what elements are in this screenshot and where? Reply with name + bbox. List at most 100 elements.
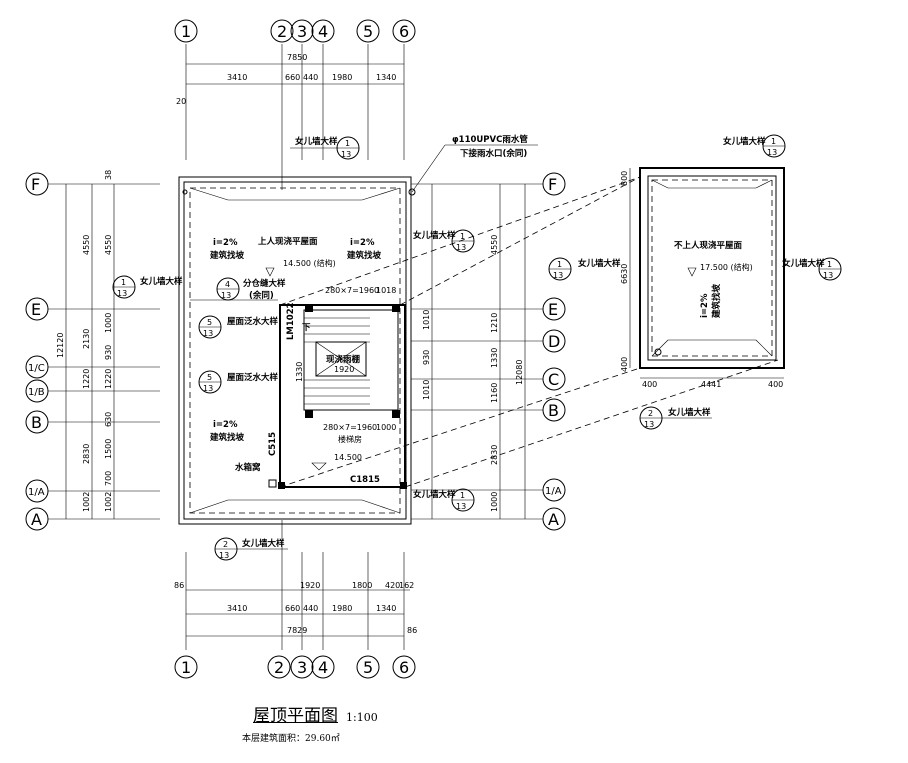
stairwell-label: 楼梯房 (338, 434, 362, 444)
right-dim-5: 2830 (490, 445, 499, 465)
upper-dim-h: 6630 (620, 264, 629, 284)
axis-left-B: B (31, 413, 42, 432)
slope-label-2: i=2% (350, 238, 375, 248)
left-total-dim: 12120 (56, 333, 65, 358)
projection-lines (279, 176, 779, 488)
axis-left-1A: 1/A (28, 487, 45, 498)
left-inner-8: 700 (104, 471, 113, 486)
parapet-ref-left-label: 女儿墙大样 (140, 276, 183, 287)
upper-ref-right-num: 1 (827, 260, 832, 269)
top-dim-5: 1340 (376, 73, 396, 82)
bottom-row1-2: 1920 (300, 581, 320, 590)
axis-right-1A: 1/A (545, 486, 562, 497)
top-total-dim: 7850 (287, 53, 307, 62)
axis-bottom-4: 4 (318, 658, 328, 677)
axis-right-A: A (548, 510, 559, 529)
window-lm1022: LM1022 (286, 302, 296, 340)
ref-left-num: 1 (121, 278, 126, 287)
window-c515: C515 (268, 432, 278, 456)
bottom-right: 86 (407, 626, 417, 635)
left-dim-5: 1002 (82, 492, 91, 512)
stair-1000: 1000 (376, 423, 396, 432)
stair-1330: 1330 (295, 362, 304, 382)
ref-2-sheet: 13 (219, 551, 229, 560)
upper-dim-w2: 4441 (701, 380, 721, 389)
ref-right-num: 1 (460, 232, 465, 241)
bottom-row2-5: 1340 (376, 604, 396, 613)
stair-dim-top: 280×7=1960 (325, 286, 379, 295)
upper-roof: 不上人现浇平屋面 17.500 (结构) i=2% 建筑找坡 女儿墙大样 1 1… (548, 134, 842, 430)
roof-accessible-label: 上人现浇平屋面 (258, 236, 318, 247)
stair-dim-bot: 280×7=1960 (323, 423, 377, 432)
left-dim-4: 2830 (82, 444, 91, 464)
parapet-ref-right-label: 女儿墙大样 (413, 230, 456, 241)
upper-ref-left-num: 1 (557, 260, 562, 269)
bottom-row1-4: 420 (385, 581, 400, 590)
left-inner-2: 4550 (104, 235, 113, 255)
axis-right-D: D (548, 332, 560, 351)
left-dimensions: 12120 4550 2130 1220 2830 1002 38 4550 1… (48, 170, 160, 520)
drawing-scale: 1:100 (346, 711, 378, 724)
axis-left-1C: 1/C (28, 363, 45, 374)
top-axis-bubbles: 1 2 3 4 5 6 (174, 19, 416, 43)
bottom-axis-bubbles: 1 2 3 4 5 6 (174, 655, 416, 679)
stair-dim-1010b: 1010 (422, 380, 431, 400)
slope-label-2b: 建筑找坡 (346, 250, 382, 261)
flashing-label-2: 屋面泛水大样 (227, 372, 279, 383)
ref-4-sheet: 13 (221, 291, 231, 300)
upper-parapet-left-label: 女儿墙大样 (578, 258, 621, 269)
axis-top-1: 1 (181, 22, 191, 41)
right-dim-6: 1000 (490, 492, 499, 512)
downpipe-label-1: φ110UPVC雨水管 (452, 134, 528, 145)
top-dim-4: 1980 (332, 73, 352, 82)
axis-right-C: C (548, 370, 559, 389)
upper-ref-top-sheet: 13 (767, 148, 777, 157)
upper-dim-w1: 400 (642, 380, 657, 389)
top-dim-1: 3410 (227, 73, 247, 82)
main-roof: i=2% 建筑找坡 上人现浇平屋面 14.500 (结构) i=2% 建筑找坡 … (178, 160, 416, 552)
roof-unaccessible-label: 不上人现浇平屋面 (674, 240, 743, 251)
bottom-total: 7829 (287, 626, 307, 635)
bottom-dimensions: 86 1920 1800 420 162 3410 660 440 1980 1… (174, 552, 417, 650)
upper-slope-2: 建筑找坡 (711, 283, 722, 319)
axis-bottom-2: 2 (274, 658, 284, 677)
detail-refs: 女儿墙大样 1 13 φ110UPVC雨水管 下接雨水口(余同) 女儿墙大样 1… (112, 134, 538, 561)
roof-level-label: 14.500 (结构) (283, 258, 336, 268)
ref-br-sheet: 13 (456, 502, 466, 511)
bottom-row2-2: 660 (285, 604, 300, 613)
axis-top-6: 6 (399, 22, 409, 41)
divide-ridge-label: 分仓缝大样 (243, 278, 286, 289)
axis-top-3: 3 (297, 22, 307, 41)
upper-dim-h2: 400 (620, 357, 629, 372)
water-tank-label: 水箱窝 (234, 462, 261, 473)
slope-label-1b: 建筑找坡 (209, 250, 245, 261)
stair-width: 1920 (334, 365, 354, 374)
axis-top-5: 5 (363, 22, 373, 41)
right-total-dim: 12080 (515, 360, 524, 385)
upper-parapet-right-label: 女儿墙大样 (782, 258, 825, 269)
parapet-ref-bottom-label: 女儿墙大样 (242, 538, 285, 549)
stair-1018: 1018 (376, 286, 396, 295)
bottom-row1-3: 1800 (352, 581, 372, 590)
ref-2-num: 2 (223, 540, 228, 549)
upper-parapet-top-label: 女儿墙大样 (723, 136, 766, 147)
left-axis-bubbles: F E 1/C 1/B B 1/A A (25, 172, 49, 531)
ref-5b-sheet: 13 (203, 384, 213, 393)
axis-right-F: F (548, 175, 557, 194)
axis-bottom-3: 3 (297, 658, 307, 677)
axis-left-F: F (31, 175, 40, 194)
left-inner-5: 1220 (104, 369, 113, 389)
left-dim-1: 4550 (82, 235, 91, 255)
bottom-row1-1: 86 (174, 581, 184, 590)
ref-5b-num: 5 (207, 373, 212, 382)
ref-right-sheet: 13 (456, 243, 466, 252)
axis-right-B: B (548, 401, 559, 420)
axis-left-E: E (31, 300, 41, 319)
ref-br-num: 1 (460, 491, 465, 500)
divide-note: (余同) (249, 290, 274, 301)
axis-left-1B: 1/B (28, 387, 45, 398)
left-dim-2: 2130 (82, 329, 91, 349)
left-inner-7: 1500 (104, 439, 113, 459)
